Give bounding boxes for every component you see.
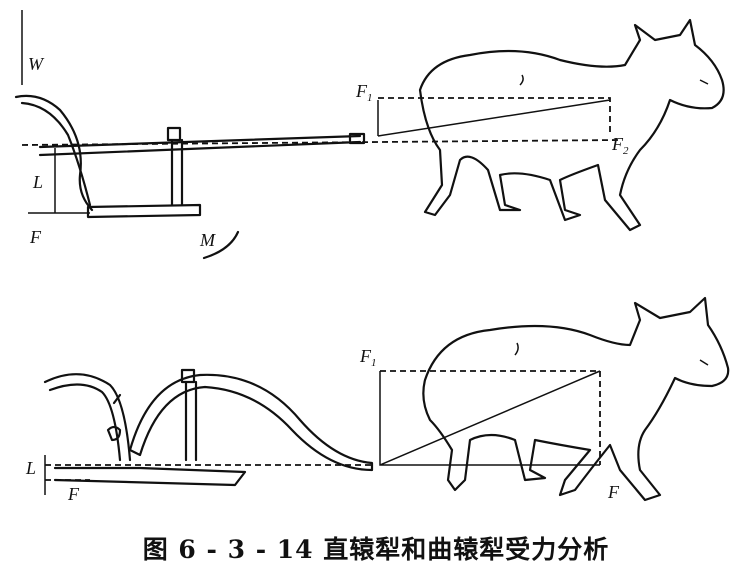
label-w: W <box>28 54 45 74</box>
label-f-top: F <box>29 227 42 247</box>
label-l-top: L <box>32 172 43 192</box>
label-f-ox: F <box>607 482 620 502</box>
top-force-lines <box>21 10 621 260</box>
label-f1-bottom: F1 <box>359 346 377 369</box>
bottom-ox <box>422 296 730 502</box>
label-m: M <box>199 230 216 250</box>
label-l-bottom: L <box>25 458 36 478</box>
label-f2-top: F2 <box>611 134 629 157</box>
bottom-force-lines <box>44 370 601 495</box>
straight-plough <box>14 94 366 219</box>
label-f-plough: F <box>67 484 80 504</box>
diagram-svg: W L F M F1 F2 F1 L F F <box>14 10 730 504</box>
top-ox <box>418 18 725 232</box>
curved-plough <box>43 368 374 487</box>
figure-caption: 图 6 - 3 - 14 直辕犁和曲辕犁受力分析 <box>142 535 610 564</box>
label-f1-top: F1 <box>355 81 373 104</box>
